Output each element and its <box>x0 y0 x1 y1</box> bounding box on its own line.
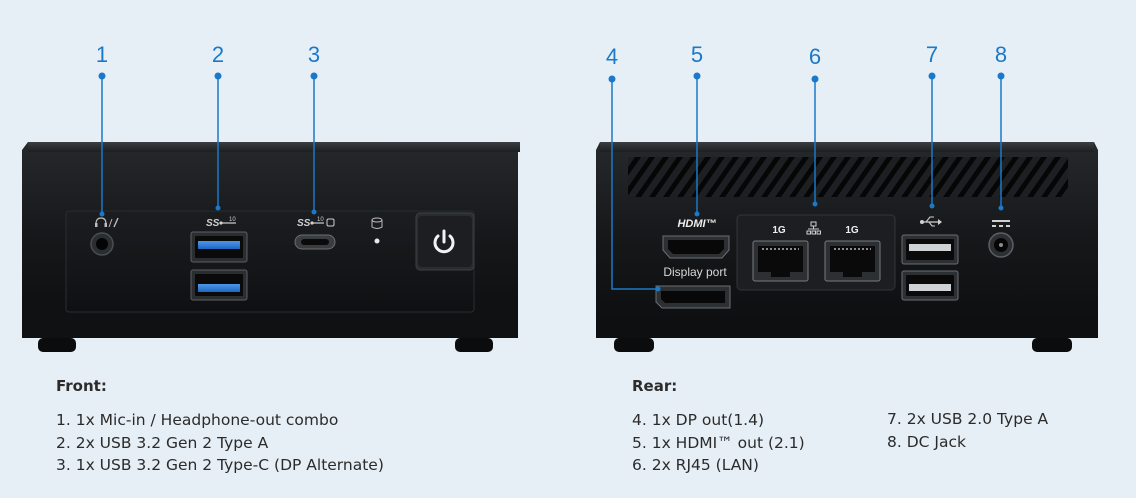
rear-legend-list: 4. 1x DP out(1.4) 5. 1x HDMI™ out (2.1) … <box>632 409 805 477</box>
usb-c-superspeed-displayport-icon: SS 10 <box>297 217 335 229</box>
front-unit: SS 10 SS 10 <box>22 142 520 352</box>
callout-number: 5 <box>691 42 703 67</box>
lan-speed-label: 1G <box>772 225 786 236</box>
rj45-port-1[interactable] <box>752 240 809 282</box>
dc-jack[interactable] <box>988 232 1014 258</box>
device-diagram: SS 10 SS 10 <box>22 42 1098 352</box>
svg-text:SS: SS <box>297 218 311 229</box>
hdmi-logo: HDMI™ <box>677 218 716 230</box>
callout-number: 6 <box>809 44 821 69</box>
rj45-port-2[interactable] <box>824 240 881 282</box>
usb-icon <box>920 216 942 227</box>
audio-jack[interactable] <box>90 232 114 256</box>
disk-activity-icon <box>371 217 383 229</box>
rear-unit: HDMI™ Display port 1G 1G <box>596 142 1098 352</box>
legend-item: 4. 1x DP out(1.4) <box>632 411 765 429</box>
front-top-edge <box>28 142 520 152</box>
front-foot-right <box>455 338 493 352</box>
dc-power-icon <box>992 220 1010 227</box>
network-icon <box>806 221 821 235</box>
usb2-port-lower[interactable] <box>901 270 959 301</box>
usb-a-port-lower[interactable] <box>190 269 248 301</box>
lan-speed-label: 1G <box>845 225 859 236</box>
rear-vents <box>628 157 1068 197</box>
legend-item: 1. 1x Mic-in / Headphone-out combo <box>56 411 339 429</box>
rear-legend-heading: Rear: <box>632 377 678 395</box>
usb-superspeed-10-icon: SS 10 <box>206 217 236 229</box>
front-foot-left <box>38 338 76 352</box>
rear-legend-list-2: 7. 2x USB 2.0 Type A 8. DC Jack <box>887 408 1048 453</box>
rear-bottom-edge <box>596 318 1098 338</box>
callout-number: 3 <box>308 42 320 67</box>
callout-number: 8 <box>995 42 1007 67</box>
callout-number: 1 <box>96 42 108 67</box>
svg-text:10: 10 <box>317 217 324 223</box>
legend-item: 5. 1x HDMI™ out (2.1) <box>632 433 805 452</box>
callout-number: 7 <box>926 42 938 67</box>
headphone-mic-icon <box>95 217 119 228</box>
rear-top-edge <box>600 142 1094 152</box>
svg-text:SS: SS <box>206 218 220 229</box>
callout-number: 2 <box>212 42 224 67</box>
usb-a-port-upper[interactable] <box>190 231 248 263</box>
rear-foot-right <box>1032 338 1072 352</box>
legend-item: 8. DC Jack <box>887 432 966 451</box>
front-callouts: 1 2 3 <box>96 42 320 217</box>
legend-item: 7. 2x USB 2.0 Type A <box>887 410 1049 428</box>
rear-legend-column-2: 7. 2x USB 2.0 Type A 8. DC Jack <box>887 408 1048 453</box>
rear-legend: Rear: 4. 1x DP out(1.4) 5. 1x HDMI™ out … <box>632 377 805 477</box>
usb-c-port[interactable] <box>294 234 336 250</box>
callout-number: 4 <box>606 44 618 69</box>
rear-callouts: 4 5 6 7 8 <box>606 42 1007 292</box>
legend-item: 2. 2x USB 3.2 Gen 2 Type A <box>56 433 269 452</box>
front-io-panel <box>65 210 475 313</box>
display-port[interactable] <box>655 285 731 309</box>
front-legend: Front: 1. 1x Mic-in / Headphone-out comb… <box>56 377 384 477</box>
legend-item: 6. 2x RJ45 (LAN) <box>632 456 759 474</box>
power-icon <box>433 229 455 254</box>
disk-activity-led <box>374 238 380 244</box>
svg-text:10: 10 <box>229 217 236 223</box>
legend-item: 3. 1x USB 3.2 Gen 2 Type-C (DP Alternate… <box>56 456 384 474</box>
front-legend-heading: Front: <box>56 377 107 395</box>
display-port-label: Display port <box>663 265 727 279</box>
hdmi-port[interactable] <box>662 235 730 259</box>
front-legend-list: 1. 1x Mic-in / Headphone-out combo 2. 2x… <box>56 409 384 477</box>
usb2-port-upper[interactable] <box>901 234 959 265</box>
rear-foot-left <box>614 338 654 352</box>
